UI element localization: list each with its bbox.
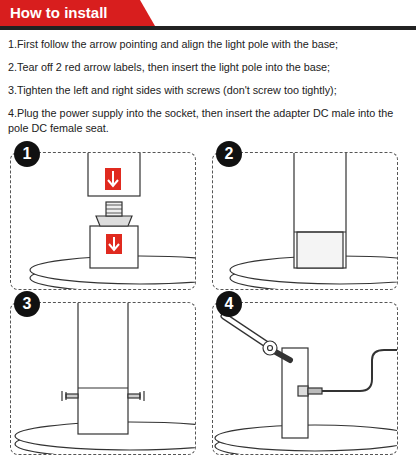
callout-number: 4	[216, 291, 242, 317]
header-tab	[0, 0, 155, 26]
instruction-text: 4.Plug the power supply into the socket,…	[8, 106, 412, 136]
step3-drawing	[15, 303, 195, 454]
callout-text: 4	[225, 295, 234, 313]
callout-text: 1	[23, 145, 32, 163]
step-panel: 3	[10, 302, 196, 455]
step-panel: 2	[212, 152, 398, 290]
instruction-list: 1.First follow the arrow pointing and al…	[8, 37, 412, 144]
callout-number: 3	[14, 291, 40, 317]
instruction-text: 2.Tear off 2 red arrow labels, then inse…	[8, 60, 412, 75]
step2-drawing	[230, 153, 397, 289]
callout-number: 1	[14, 141, 40, 167]
instruction-text: 3.Tighten the left and right sides with …	[8, 83, 412, 98]
step4-drawing	[215, 316, 397, 454]
step-panel: 4	[212, 302, 398, 455]
step1-drawing	[30, 153, 195, 289]
callout-number: 2	[216, 141, 242, 167]
step-panel: 1	[10, 152, 196, 290]
title: How to install	[10, 4, 108, 21]
callout-text: 2	[225, 145, 234, 163]
callout-text: 3	[23, 295, 32, 313]
header-line	[0, 26, 416, 30]
instruction-text: 1.First follow the arrow pointing and al…	[8, 37, 412, 52]
